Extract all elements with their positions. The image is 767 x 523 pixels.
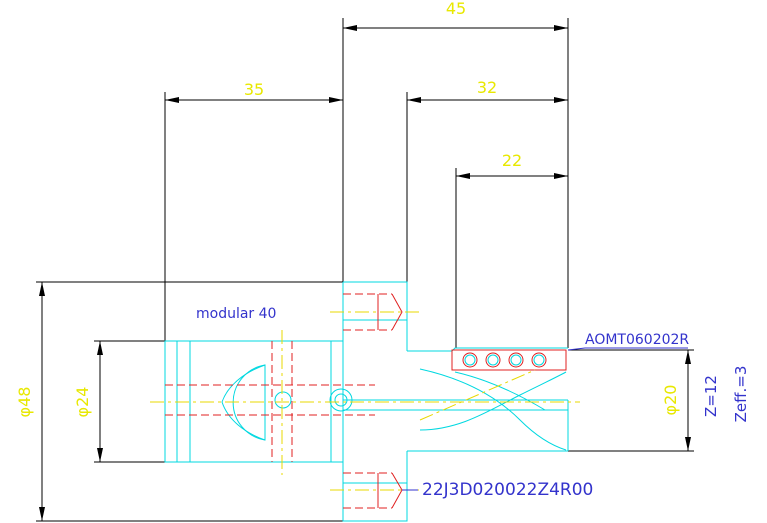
- dimension-dia24: φ24: [73, 340, 175, 463]
- dimension-32: 32: [406, 78, 568, 285]
- dim-45-label: 45: [446, 0, 466, 18]
- z-count-label: Z=12: [702, 375, 720, 417]
- dim-32-label: 32: [477, 78, 497, 97]
- dim-35-label: 35: [244, 80, 264, 99]
- hidden-lines: [165, 293, 403, 509]
- insert-pocket: [451, 349, 567, 371]
- center-lines: [150, 311, 580, 491]
- insert-label: AOMT060202R: [585, 332, 689, 348]
- dimension-22: 22: [455, 151, 568, 348]
- modular-label: modular 40: [196, 306, 276, 322]
- dimension-35: 35: [164, 80, 343, 345]
- leaders: [402, 347, 688, 491]
- dim-dia20-label: φ20: [661, 385, 680, 416]
- part-number-label: 22J3D020022Z4R00: [422, 480, 593, 500]
- dim-22-label: 22: [502, 151, 522, 170]
- cross-hole: [221, 364, 353, 441]
- z-eff-label: Zeff.=3: [732, 366, 750, 423]
- dimension-dia48: φ48: [15, 281, 343, 522]
- dim-dia48-label: φ48: [15, 387, 34, 418]
- dimension-dia20: φ20: [568, 349, 694, 452]
- dimension-45: 45: [342, 0, 569, 348]
- dim-dia24-label: φ24: [73, 387, 92, 418]
